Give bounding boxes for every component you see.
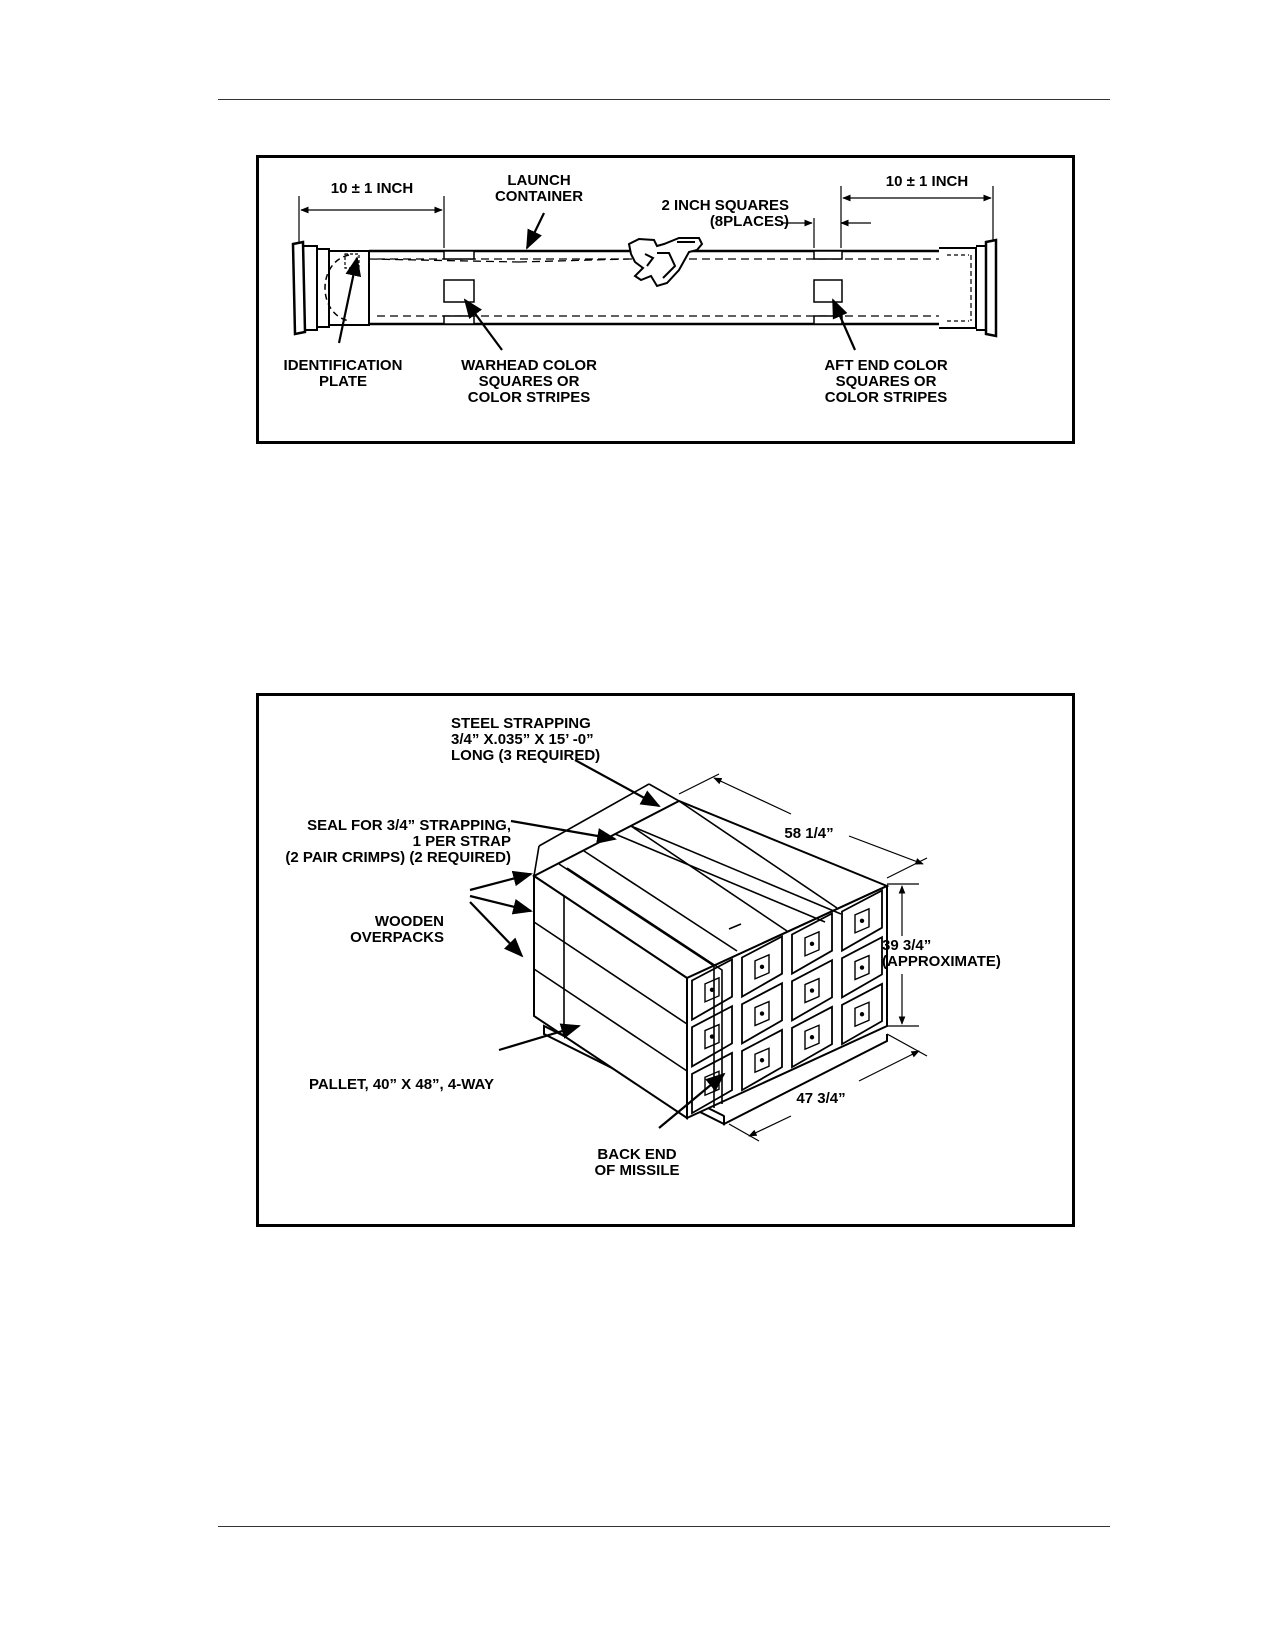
missile-end-center <box>709 1034 715 1039</box>
overpack-top-lines <box>533 783 838 952</box>
leader-arrows <box>337 212 857 351</box>
pallet-figure: STEEL STRAPPING 3/4” X.035” X 15’ -0” LO… <box>256 693 1075 1227</box>
dim-right-label: 10 ± 1 INCH <box>886 173 968 190</box>
length-dim-label: 58 1/4” <box>784 825 833 842</box>
overpack-stack <box>532 799 890 1120</box>
wooden-overpacks-label-2: OVERPACKS <box>350 929 444 946</box>
aft-end-color-label-2: SQUARES OR <box>836 373 937 390</box>
wooden-overpacks-label-1: WOODEN <box>375 913 444 930</box>
aft-end-color-label-3: COLOR STRIPES <box>825 389 948 406</box>
seal-label-1: SEAL FOR 3/4” STRAPPING, <box>307 817 511 834</box>
warhead-color-label-1: WARHEAD COLOR <box>461 357 597 374</box>
pallet-leader-arrows <box>469 759 726 1129</box>
color-squares <box>443 250 843 325</box>
identification-plate-label-2: PLATE <box>319 373 367 390</box>
missile-end-center <box>809 1035 815 1040</box>
header-rule <box>218 99 1110 100</box>
back-end-label-1: BACK END <box>597 1146 676 1163</box>
steel-strapping-label-3: LONG (3 REQUIRED) <box>451 747 600 764</box>
steel-straps <box>558 825 842 1108</box>
height-dim-label-1: 39 3/4” <box>882 937 931 954</box>
pallet-label: PALLET, 40” X 48”, 4-WAY <box>309 1076 494 1093</box>
aft-end-color-label-1: AFT END COLOR <box>824 357 947 374</box>
warhead-color-label-2: SQUARES OR <box>479 373 580 390</box>
squares-label-2: (8PLACES) <box>710 213 789 230</box>
seal-label-2: 1 PER STRAP <box>413 833 511 850</box>
missile-end-center <box>709 987 715 993</box>
pallet-dimension-lines <box>678 773 928 1142</box>
sight-bracket-icon <box>627 237 704 288</box>
back-end-label-2: OF MISSILE <box>594 1162 679 1179</box>
warhead-color-label-3: COLOR STRIPES <box>468 389 591 406</box>
identification-plate-label-1: IDENTIFICATION <box>284 357 403 374</box>
launch-container-drawing: 10 ± 1 INCH 10 ± 1 INCH LAUNCH CONTAINER… <box>284 172 998 406</box>
missile-end-center <box>809 941 815 947</box>
missile-end-center <box>809 988 815 993</box>
footer-rule <box>218 1526 1110 1527</box>
height-dim-label-2: (APPROXIMATE) <box>882 953 1001 970</box>
missile-end-center <box>759 1058 765 1063</box>
steel-strapping-label-1: STEEL STRAPPING <box>451 715 591 732</box>
launch-container-figure: 10 ± 1 INCH 10 ± 1 INCH LAUNCH CONTAINER… <box>256 155 1075 444</box>
missile-end-center <box>759 964 765 970</box>
missile-end-center <box>859 1012 865 1017</box>
squares-label-1: 2 INCH SQUARES <box>661 197 789 214</box>
width-dim-label: 47 3/4” <box>796 1090 845 1107</box>
launch-container-label-2: CONTAINER <box>495 188 583 205</box>
steel-strapping-label-2: 3/4” X.035” X 15’ -0” <box>451 731 594 748</box>
dimension-lines <box>298 186 994 248</box>
missile-end-center <box>759 1011 765 1016</box>
missile-end-center <box>859 965 865 970</box>
missile-end-center <box>859 918 865 924</box>
pallet-drawing: STEEL STRAPPING 3/4” X.035” X 15’ -0” LO… <box>285 715 1001 1179</box>
seal-label-3: (2 PAIR CRIMPS) (2 REQUIRED) <box>285 849 511 866</box>
dim-left-label: 10 ± 1 INCH <box>331 180 413 197</box>
missile-ends <box>691 889 883 1115</box>
overpack-side-rows <box>533 896 688 1072</box>
launch-container-label-1: LAUNCH <box>507 172 570 189</box>
